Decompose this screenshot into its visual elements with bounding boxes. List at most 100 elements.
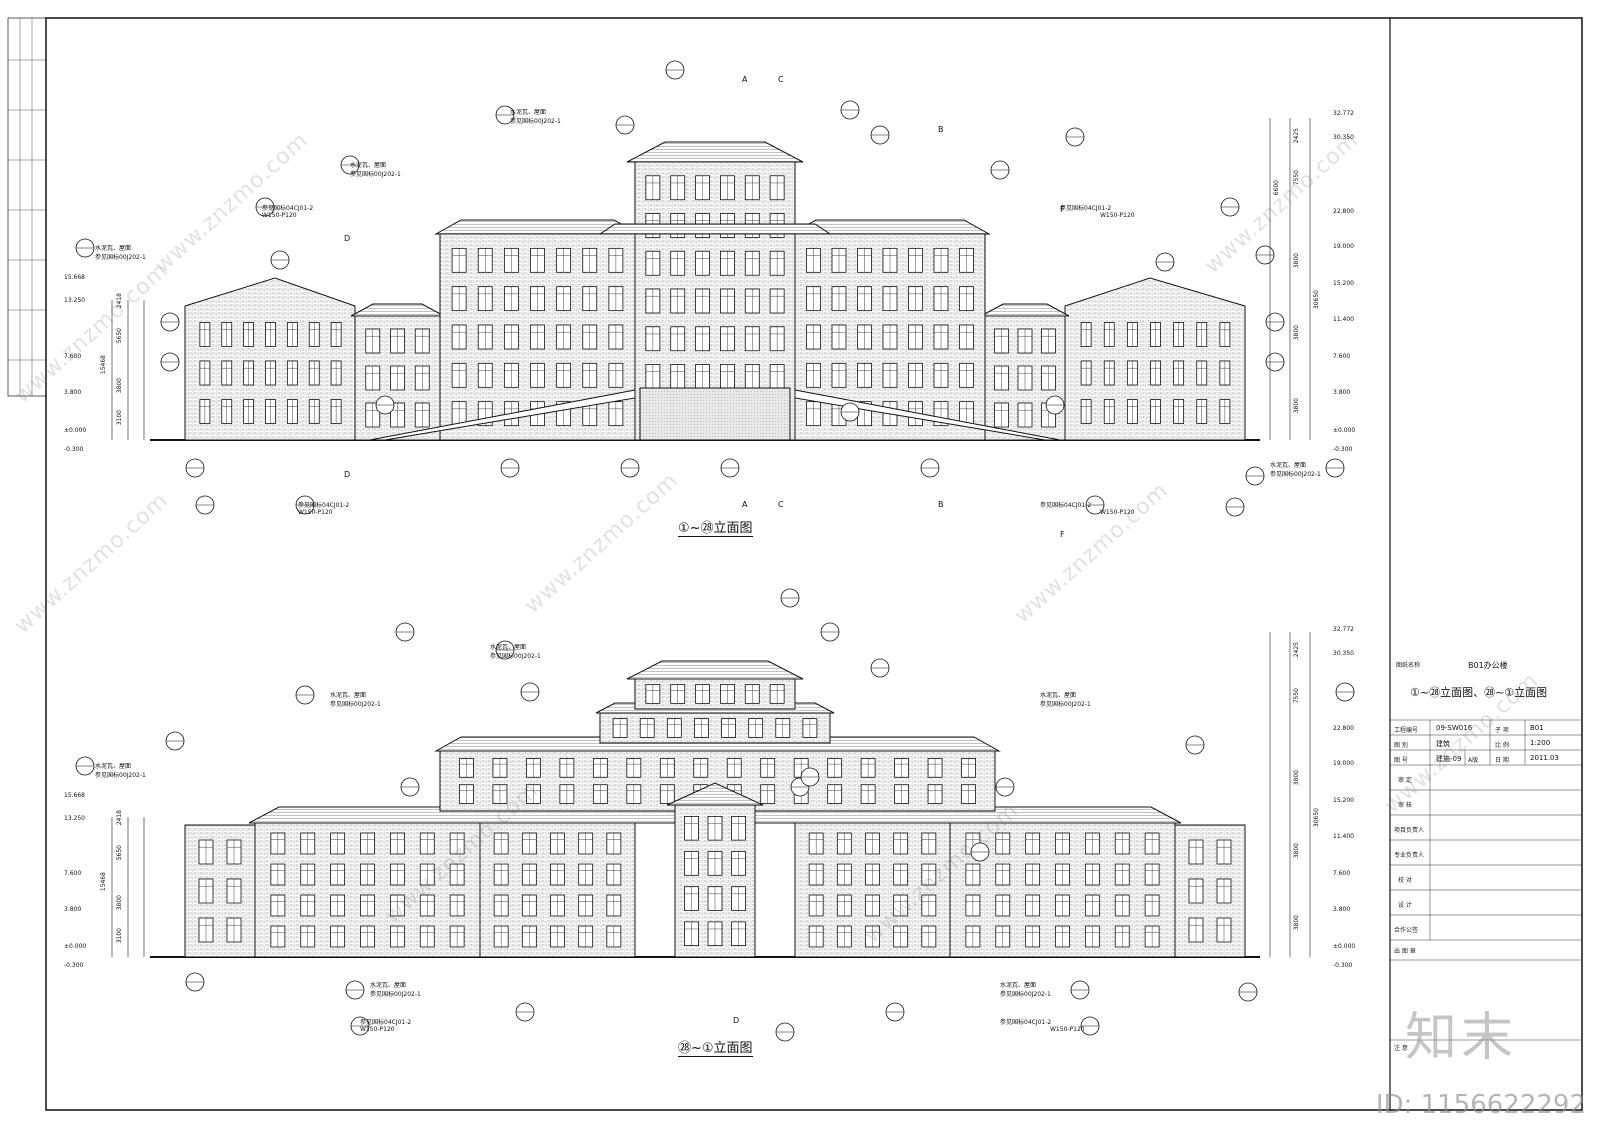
ramp-right	[794, 389, 1061, 441]
signature-label: 审 核	[1398, 802, 1412, 809]
note-ref: 参见国标00J202-1	[510, 118, 561, 125]
note-ref: 参见国标00J202-1	[1040, 701, 1091, 708]
note-ref: 参见国标00J202-1	[1000, 991, 1051, 998]
top-block	[599, 712, 831, 744]
dimension-label: 3100	[116, 410, 123, 426]
level-label: 13.250	[64, 815, 85, 822]
level-label: -0.300	[1333, 446, 1353, 453]
level-label: 15.668	[64, 274, 85, 281]
level-label: 11.400	[1333, 833, 1354, 840]
level-label: 7.600	[1333, 353, 1351, 360]
signature-label: 审 定	[1398, 777, 1412, 784]
axis-mark: D	[733, 1016, 740, 1025]
central-skirt-roof	[598, 223, 832, 235]
note-ref: 参见国标00J202-1	[350, 171, 401, 178]
note-roof: 水泥瓦、屋面	[95, 763, 132, 770]
level-label: 32.772	[1333, 626, 1354, 633]
tb-row-label: 日 期	[1495, 757, 1509, 764]
note-vent: W150-P120	[262, 212, 297, 219]
level-label: 7.600	[64, 353, 82, 360]
note-ref: 参见国标00J202-1	[370, 991, 421, 998]
level-label: -0.300	[64, 446, 84, 453]
left-link-roof	[350, 303, 445, 317]
drawing-name-label: 图纸名称	[1396, 662, 1421, 669]
axis-mark: B	[938, 125, 944, 134]
signature-label: 专业负责人	[1394, 852, 1425, 859]
level-label: ±0.000	[1333, 943, 1356, 950]
dimension-label: 2425	[1293, 128, 1300, 144]
tb-row-value: 建施-09	[1436, 755, 1462, 763]
signature-label: 出 图 章	[1394, 948, 1416, 955]
drawing-name: B01办公楼	[1468, 661, 1508, 670]
dimension-label: 3100	[116, 928, 123, 944]
tb-row-value: B01	[1530, 724, 1544, 732]
tb-row-label: A版	[1468, 757, 1479, 764]
signature-label: 合作公签	[1394, 927, 1419, 934]
dimension-label: 2425	[1293, 642, 1300, 658]
tb-row-label: 比 例	[1495, 742, 1509, 749]
axis-mark: D	[344, 234, 351, 243]
note-roof: 水泥瓦、屋面	[510, 109, 547, 116]
dimension-chain-left-top	[111, 300, 145, 440]
note-ref: 参见国标00J202-1	[330, 701, 381, 708]
signature-label: 校 对	[1398, 877, 1412, 884]
entrance	[639, 387, 791, 441]
binding-strip	[7, 17, 47, 397]
note-ref: 参见国标04CJ01-2	[1000, 1019, 1052, 1026]
level-label: 3.800	[1333, 906, 1351, 913]
tb-row-value: 2011.03	[1530, 754, 1559, 762]
level-label: 22.800	[1333, 725, 1354, 732]
level-label: -0.300	[64, 962, 84, 969]
dimension-label: 7550	[1293, 688, 1300, 704]
note-vent: W150-P120	[298, 509, 333, 516]
note-roof: 水泥瓦、屋面	[490, 644, 527, 651]
note-ref: 参见国标04CJ01-2	[360, 1019, 412, 1026]
axis-mark: C	[778, 500, 784, 509]
note-roof: 水泥瓦、屋面	[1270, 462, 1307, 469]
level-label: 32.772	[1333, 110, 1354, 117]
note-ref: 参见国标00J202-1	[95, 772, 146, 779]
dimension-label: 5650	[116, 845, 123, 861]
signature-label: 设 计	[1398, 902, 1412, 909]
note-ref: 参见国标04CJ01-2	[1060, 205, 1112, 212]
right-link-roof	[980, 303, 1070, 317]
axis-mark: F	[1060, 205, 1065, 214]
note-roof: 水泥瓦、屋面	[1000, 982, 1037, 989]
dimension-chain-right-top	[1269, 118, 1311, 440]
dimension-label: 15468	[100, 872, 107, 892]
level-label: 19.000	[1333, 760, 1354, 767]
dimension-label: 30650	[1313, 290, 1320, 310]
image-id-label: ID: 1156622292	[1375, 1090, 1586, 1120]
level-label: 3.800	[64, 389, 82, 396]
drawing-subtitle: ①~㉘立面图、㉘~①立面图	[1410, 686, 1548, 699]
entrance-gable	[666, 782, 764, 806]
tb-row-label: 图 别	[1394, 742, 1408, 749]
note-roof: 水泥瓦、屋面	[370, 982, 407, 989]
axis-mark: C	[778, 75, 784, 84]
level-label: 15.668	[64, 792, 85, 799]
dimension-label: 3800	[116, 895, 123, 911]
note-roof: 水泥瓦、屋面	[350, 162, 387, 169]
upper-roof	[434, 736, 1001, 752]
dimension-label: 3800	[1293, 843, 1300, 859]
level-label: 7.600	[64, 870, 82, 877]
brand-logo: 知末	[1405, 1008, 1518, 1068]
dimension-label: 5650	[116, 328, 123, 344]
main-left-roof	[434, 219, 641, 235]
level-label: -0.300	[1333, 962, 1353, 969]
axis-mark: F	[1060, 530, 1065, 539]
tb-row-label: 子 项	[1495, 727, 1509, 734]
right-end	[1174, 824, 1246, 958]
dimension-chain-right-bottom	[1269, 632, 1311, 957]
note-vent: W150-P120	[1050, 1026, 1085, 1033]
level-label: ±0.000	[64, 943, 87, 950]
dimension-label: 3800	[1293, 398, 1300, 414]
crown-block	[634, 678, 796, 710]
axis-mark: A	[742, 500, 748, 509]
note-ref: 参见国标04CJ01-2	[262, 205, 314, 212]
level-label: 30.350	[1333, 134, 1354, 141]
axis-mark: D	[344, 470, 351, 479]
level-label: 13.250	[64, 297, 85, 304]
level-label: 30.350	[1333, 650, 1354, 657]
